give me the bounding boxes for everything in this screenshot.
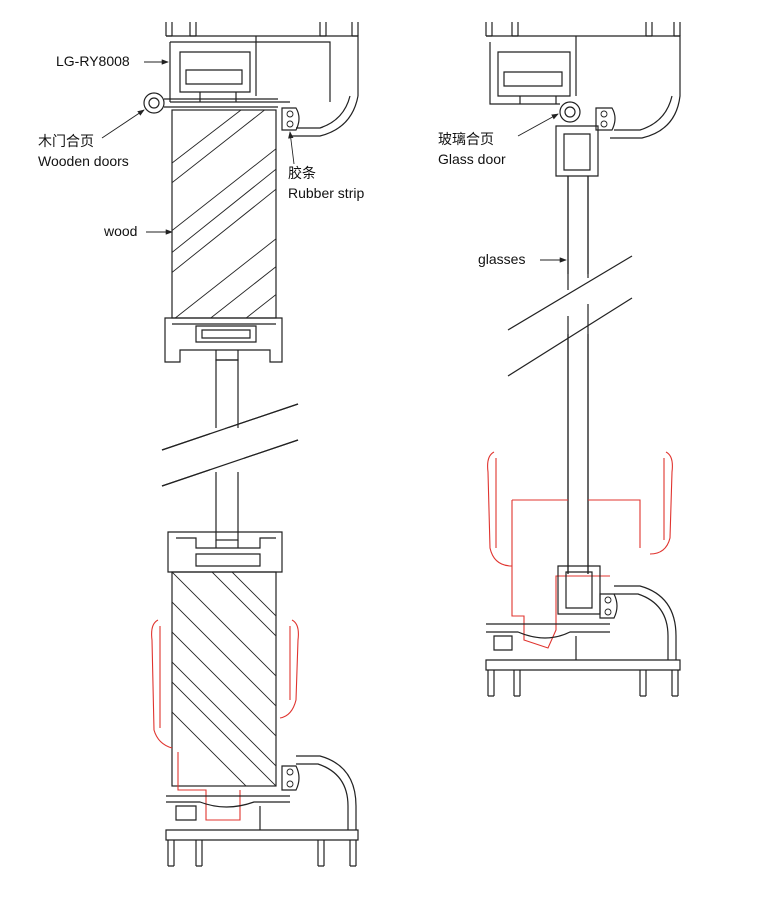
- labels: LG-RY8008 木门合页 Wooden doors 胶条 Rubber st…: [38, 53, 567, 267]
- glass-pane: [567, 176, 589, 574]
- glass-break-lines: [507, 176, 633, 574]
- glass-hinge-label-en: Glass door: [438, 151, 506, 167]
- bottom-frame-profile: [165, 755, 359, 867]
- wood-red-guard: [151, 619, 299, 821]
- wood-label: wood: [103, 223, 137, 239]
- wood-hinge-label-cn: 木门合页: [38, 133, 94, 149]
- glass-top-frame: [485, 22, 681, 139]
- top-leaf-profile: [164, 317, 283, 363]
- glass-bottom-frame: [485, 585, 681, 697]
- top-frame-profile: [165, 22, 359, 137]
- rubber-strip-top: [281, 107, 300, 131]
- wood-hinge-label-en: Wooden doors: [38, 153, 129, 169]
- wood-break-lines: [161, 403, 299, 487]
- glass-red-guard: [487, 451, 673, 649]
- wood-hinge: [143, 92, 278, 114]
- wooden-door-section: [143, 22, 359, 867]
- glass-hinge: [559, 101, 616, 131]
- glass-clamp-top: [555, 125, 599, 177]
- glass-door-section: [485, 22, 681, 697]
- rubber-strip-label-en: Rubber strip: [288, 185, 364, 201]
- rubber-strip-label-cn: 胶条: [288, 165, 316, 181]
- glass-hinge-label-cn: 玻璃合页: [438, 131, 494, 147]
- model-label: LG-RY8008: [56, 53, 130, 69]
- glass-clamp-bottom: [557, 565, 601, 615]
- glasses-label: glasses: [478, 251, 525, 267]
- wood-panel-bottom: [171, 571, 277, 787]
- bottom-leaf-profile: [167, 531, 283, 573]
